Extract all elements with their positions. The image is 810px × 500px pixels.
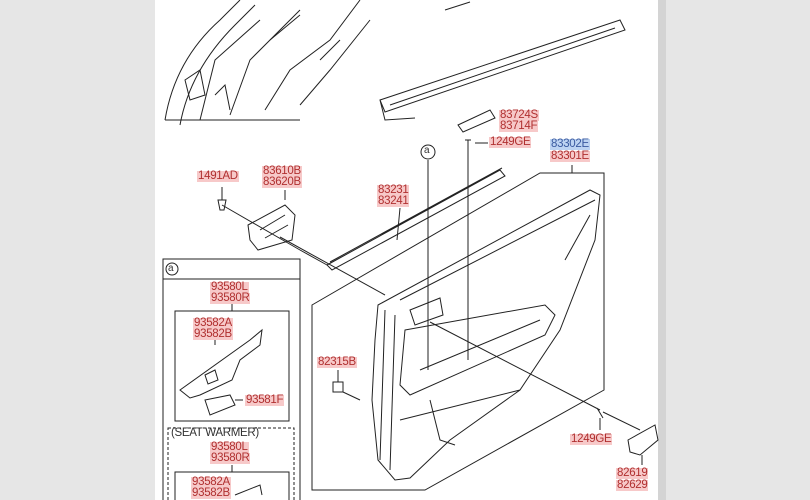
label-1249GE-top[interactable]: 1249GE [489, 136, 532, 148]
label-83302E[interactable]: 83302E [550, 138, 590, 150]
moulding-part [326, 167, 506, 271]
label-83610B[interactable]: 83610B [262, 165, 302, 177]
label-93580L[interactable]: 93580L [210, 281, 249, 293]
switch-bezel [179, 325, 263, 399]
inside-handle [247, 190, 296, 251]
cover-part [627, 424, 659, 465]
label-sw-93582B[interactable]: 93582B [191, 487, 231, 499]
label-sw-93580L[interactable]: 93580L [210, 441, 249, 453]
label-83241[interactable]: 83241 [377, 195, 410, 207]
callout-marker-a: a [424, 145, 430, 156]
label-83724S[interactable]: 83724S [499, 109, 539, 121]
label-82619[interactable]: 82619 [616, 467, 649, 479]
seat-warmer-title: (SEAT WARMER) [171, 427, 259, 439]
label-sw-93582A[interactable]: 93582A [191, 476, 231, 488]
door-trim-panel [371, 189, 601, 481]
label-83620B[interactable]: 83620B [262, 176, 302, 188]
label-83301E[interactable]: 83301E [550, 150, 590, 162]
switch-part [204, 394, 243, 416]
label-93582A[interactable]: 93582A [193, 317, 233, 329]
label-82629[interactable]: 82629 [616, 479, 649, 491]
label-82315B[interactable]: 82315B [317, 356, 357, 368]
cap-part [457, 109, 496, 133]
glass-run-drawing [379, 1, 626, 121]
scrollbar-track[interactable] [658, 0, 666, 500]
label-83714F[interactable]: 83714F [499, 120, 539, 132]
panel-outline [311, 172, 605, 491]
label-93580R[interactable]: 93580R [210, 292, 251, 304]
label-sw-93580R[interactable]: 93580R [210, 452, 251, 464]
label-83231[interactable]: 83231 [377, 184, 410, 196]
label-93582B[interactable]: 93582B [193, 328, 233, 340]
inset-marker-a: a [168, 263, 174, 274]
label-1491AD[interactable]: 1491AD [197, 170, 239, 182]
label-93581F[interactable]: 93581F [245, 394, 285, 406]
inset-box [162, 258, 301, 500]
label-1249GE-bottom[interactable]: 1249GE [570, 433, 613, 445]
door-frame-drawing [164, 0, 371, 126]
